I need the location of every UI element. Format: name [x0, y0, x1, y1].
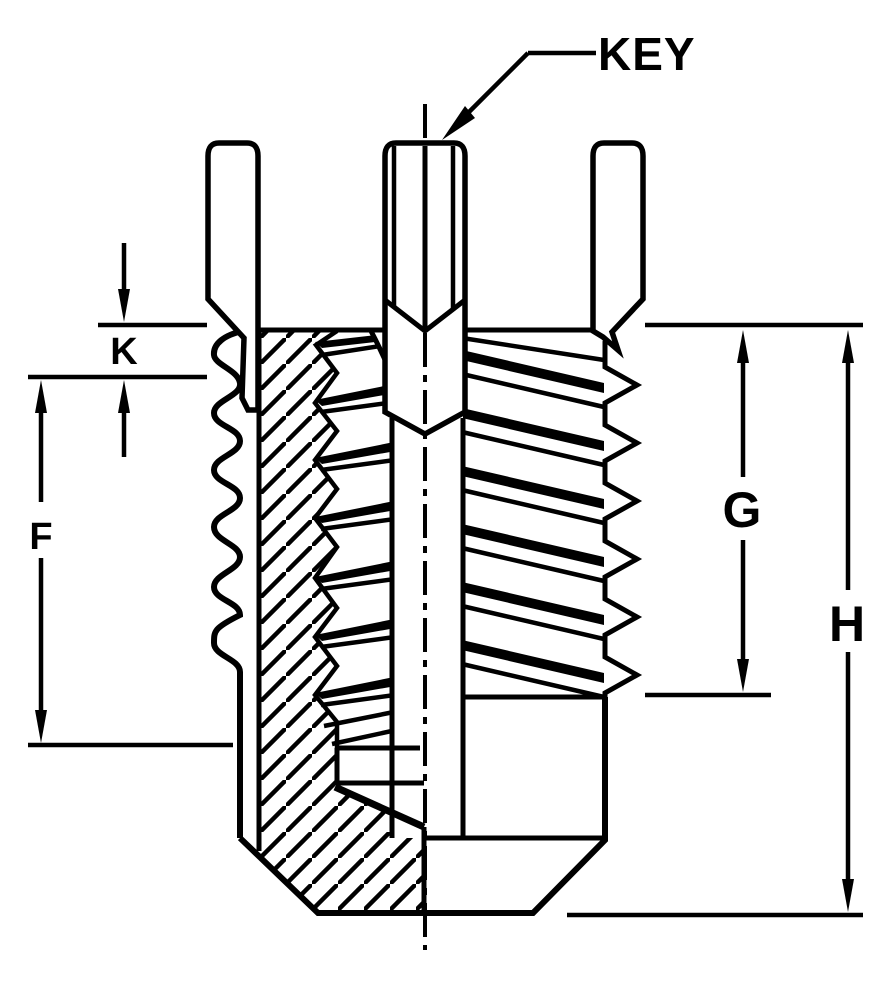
hatch-fill: [259, 331, 428, 911]
dimension-h: H: [567, 322, 865, 918]
left-locking-key: [205, 140, 261, 413]
section-hatch: [259, 329, 428, 911]
dimension-f: F: [28, 380, 233, 748]
arrow-up-icon: [737, 330, 749, 363]
key-chamfer-ridge: [383, 298, 467, 335]
arrow-up-icon: [118, 380, 130, 413]
base-outline: [237, 697, 608, 916]
external-thread-profile-left: [210, 328, 244, 838]
dimension-g: G: [645, 330, 771, 698]
key-shank: [389, 416, 466, 838]
leader-arrow-icon: [442, 106, 475, 140]
external-thread-bands: [461, 335, 605, 700]
key-callout: KEY: [442, 28, 696, 140]
arrow-down-icon: [842, 879, 854, 912]
dim-h-label: H: [829, 596, 865, 652]
arrow-down-icon: [118, 289, 130, 322]
right-locking-key: [590, 140, 646, 359]
counterbore-chamfer: [333, 783, 426, 831]
arrow-down-icon: [35, 710, 47, 743]
dimension-k: K: [28, 243, 207, 457]
arrow-up-icon: [35, 380, 47, 413]
dim-f-label: F: [29, 516, 52, 558]
arrow-down-icon: [737, 659, 749, 692]
internal-thread-root-profile: [312, 329, 340, 748]
arrow-up-icon: [842, 330, 854, 363]
dim-g-label: G: [723, 482, 762, 538]
external-thread-profile-right: [602, 329, 643, 700]
center-locking-key: [382, 140, 468, 438]
dim-k-label: K: [110, 331, 138, 373]
key-callout-label: KEY: [598, 28, 696, 80]
